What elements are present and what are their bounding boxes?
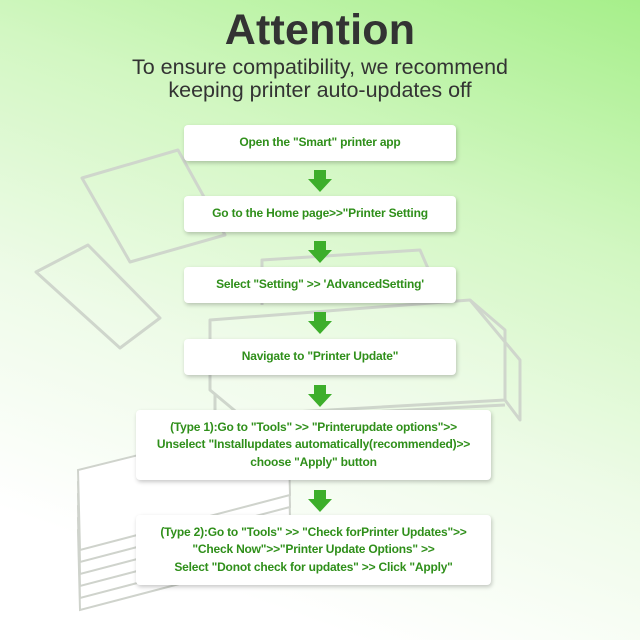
arrow-down-icon xyxy=(308,170,332,192)
step-text: (Type 2):Go to "Tools" >> "Check forPrin… xyxy=(160,524,467,539)
step-box-1: Open the "Smart" printer app xyxy=(184,125,456,161)
paper-sheet-icon xyxy=(34,243,162,350)
step-text: Unselect "Installupdates automatically(r… xyxy=(156,437,471,452)
step-text: Go to the Home page>>"Printer Setting xyxy=(212,206,428,221)
arrow-down-icon xyxy=(308,385,332,407)
subtitle-line: keeping printer auto-updates off xyxy=(168,78,472,102)
page-title: Attention xyxy=(224,6,416,54)
subtitle-line: To ensure compatibility, we recommend xyxy=(131,55,508,79)
step-text: (Type 1):Go to "Tools" >> "Printerupdate… xyxy=(170,419,457,434)
paper-sheet-icon xyxy=(80,148,227,264)
page-subtitle: To ensure compatibility, we recommend ke… xyxy=(0,56,640,102)
step-text: "Check Now">>"Printer Update Options" >> xyxy=(192,542,435,557)
step-text: Select "Setting" >> 'AdvancedSetting' xyxy=(216,277,424,292)
step-text: Select "Donot check for updates" >> Clic… xyxy=(174,559,453,574)
step-text: choose "Apply" button xyxy=(250,454,377,469)
step-box-2: Go to the Home page>>"Printer Setting xyxy=(184,196,456,232)
step-box-6: (Type 2):Go to "Tools" >> "Check forPrin… xyxy=(136,515,491,585)
arrow-down-icon xyxy=(308,241,332,263)
step-box-3: Select "Setting" >> 'AdvancedSetting' xyxy=(184,267,456,303)
step-text: Navigate to "Printer Update" xyxy=(241,349,399,364)
step-text: Open the "Smart" printer app xyxy=(239,135,401,150)
arrow-down-icon xyxy=(308,312,332,334)
step-box-4: Navigate to "Printer Update" xyxy=(184,339,456,375)
step-box-5: (Type 1):Go to "Tools" >> "Printerupdate… xyxy=(136,410,491,480)
arrow-down-icon xyxy=(308,490,332,512)
